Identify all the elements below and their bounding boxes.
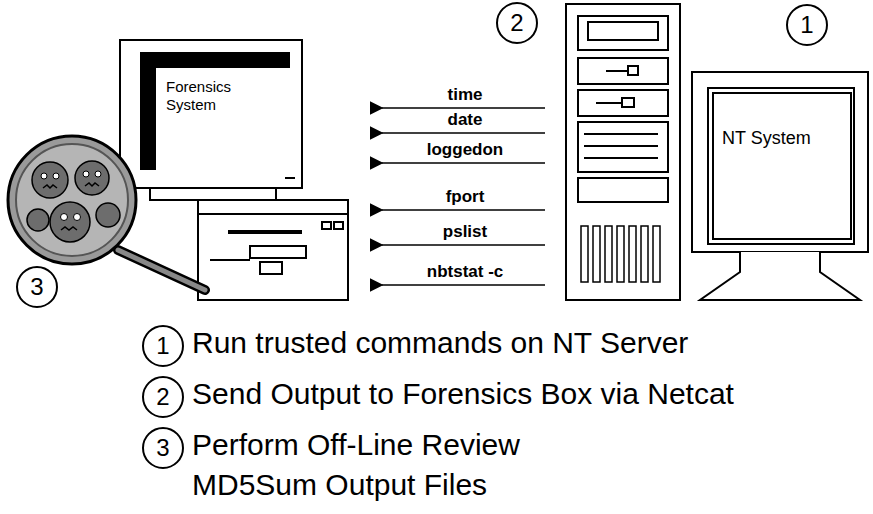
screen-label: Forensics System xyxy=(166,78,284,114)
step-text: Run trusted commands on NT Server xyxy=(192,326,688,361)
command-label: loggedon xyxy=(395,140,535,160)
monitor xyxy=(120,40,302,200)
screen: NT System xyxy=(712,92,852,240)
callout-number: 3 xyxy=(142,427,184,469)
command-label: nbtstat -c xyxy=(395,262,535,282)
step-text: MD5Sum Output Files xyxy=(192,468,487,503)
server-tower xyxy=(566,4,680,300)
command-label: pslist xyxy=(395,222,535,242)
callout-number: 1 xyxy=(142,325,184,367)
step-text: Perform Off-Line Review xyxy=(192,428,520,463)
vent-slots xyxy=(581,226,660,282)
command-label: date xyxy=(395,110,535,130)
screen-label: NT System xyxy=(722,128,846,150)
screen: Forensics System xyxy=(140,52,290,170)
callout-number: 2 xyxy=(496,2,538,44)
command-arrow xyxy=(382,108,545,285)
computer-case xyxy=(198,200,348,300)
monitor xyxy=(692,72,868,300)
step-text: Send Output to Forensics Box via Netcat xyxy=(192,377,734,412)
callout-number: 3 xyxy=(16,266,58,308)
callout-number: 2 xyxy=(142,376,184,418)
command-label: fport xyxy=(395,187,535,207)
callout-number: 1 xyxy=(786,4,828,46)
command-label: time xyxy=(395,85,535,105)
